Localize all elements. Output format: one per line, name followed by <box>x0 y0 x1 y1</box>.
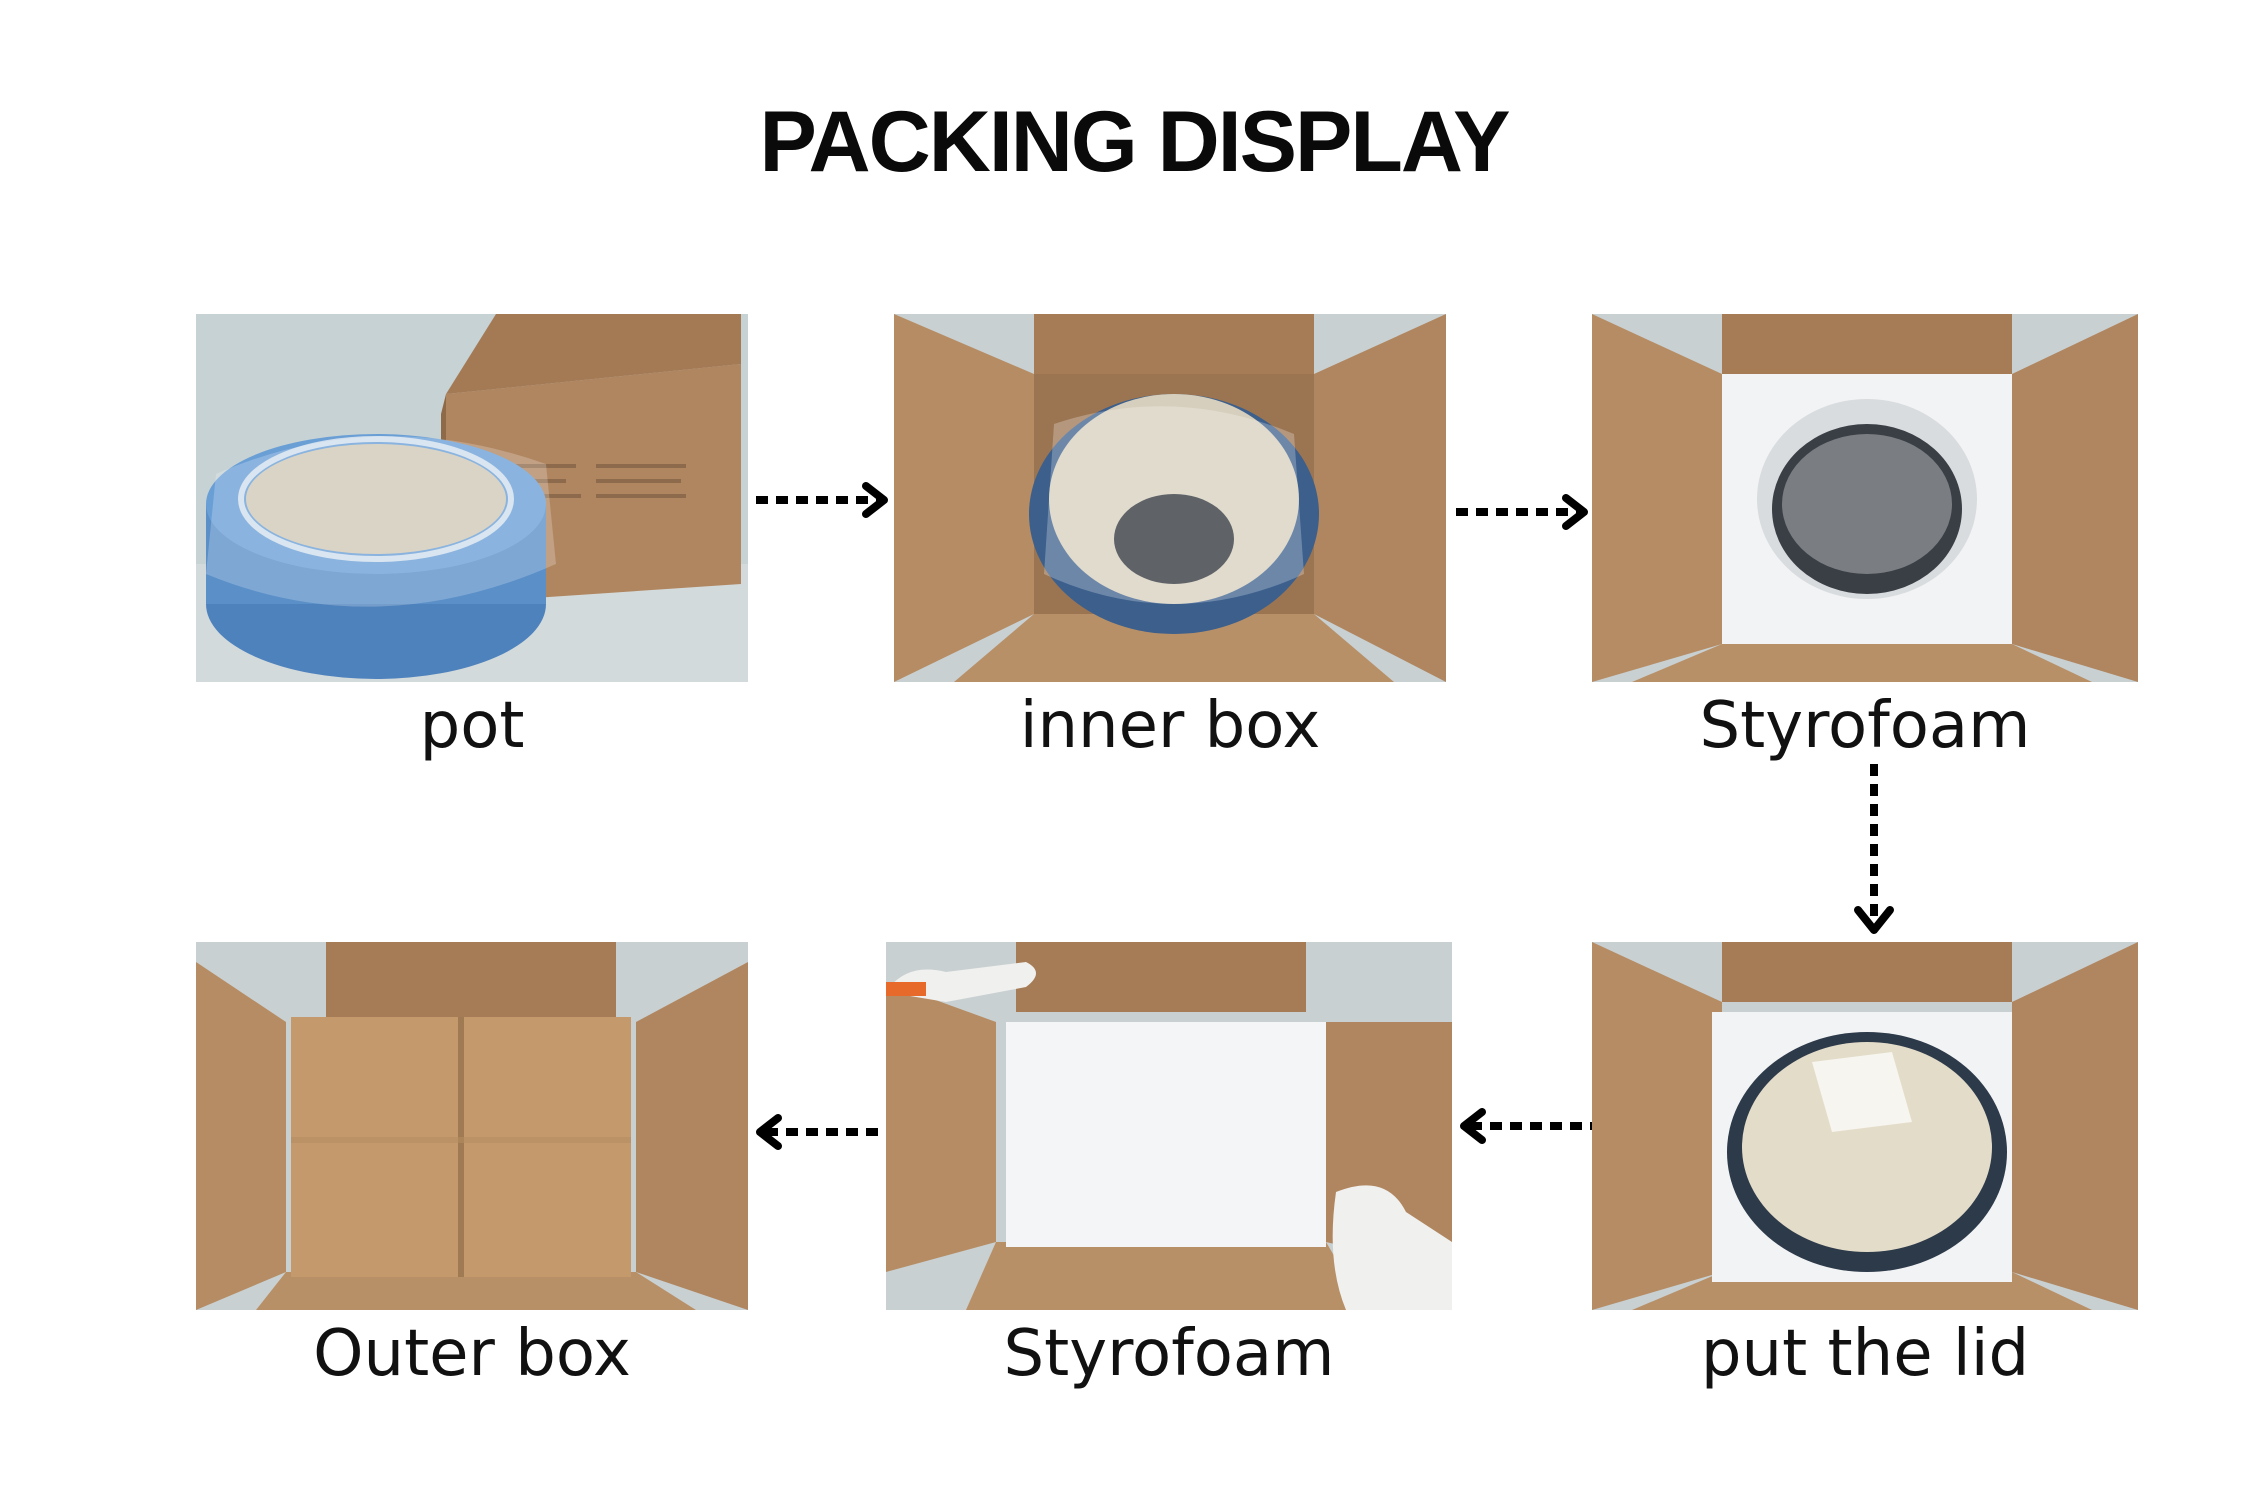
arrow-right-1 <box>752 478 896 522</box>
photo-styrofoam-2 <box>886 942 1452 1310</box>
photo-outer-box <box>196 942 748 1310</box>
step-label-outer-box: Outer box <box>313 1317 631 1391</box>
step-label-pot: pot <box>419 689 525 763</box>
photo-put-the-lid <box>1592 942 2138 1310</box>
photo-inner-box <box>894 314 1446 682</box>
page-title: PACKING DISPLAY <box>759 94 1511 190</box>
photo-styrofoam-1 <box>1592 314 2138 682</box>
arrow-left-2 <box>748 1110 888 1154</box>
step-label-styrofoam-2: Styrofoam <box>1003 1317 1335 1391</box>
arrow-down <box>1850 760 1898 942</box>
arrow-right-2 <box>1452 490 1596 534</box>
step-label-put-the-lid: put the lid <box>1700 1317 2030 1391</box>
photo-pot <box>196 314 748 682</box>
step-label-styrofoam-1: Styrofoam <box>1699 689 2031 763</box>
arrow-left-1 <box>1452 1104 1596 1148</box>
step-label-inner-box: inner box <box>1019 689 1321 763</box>
